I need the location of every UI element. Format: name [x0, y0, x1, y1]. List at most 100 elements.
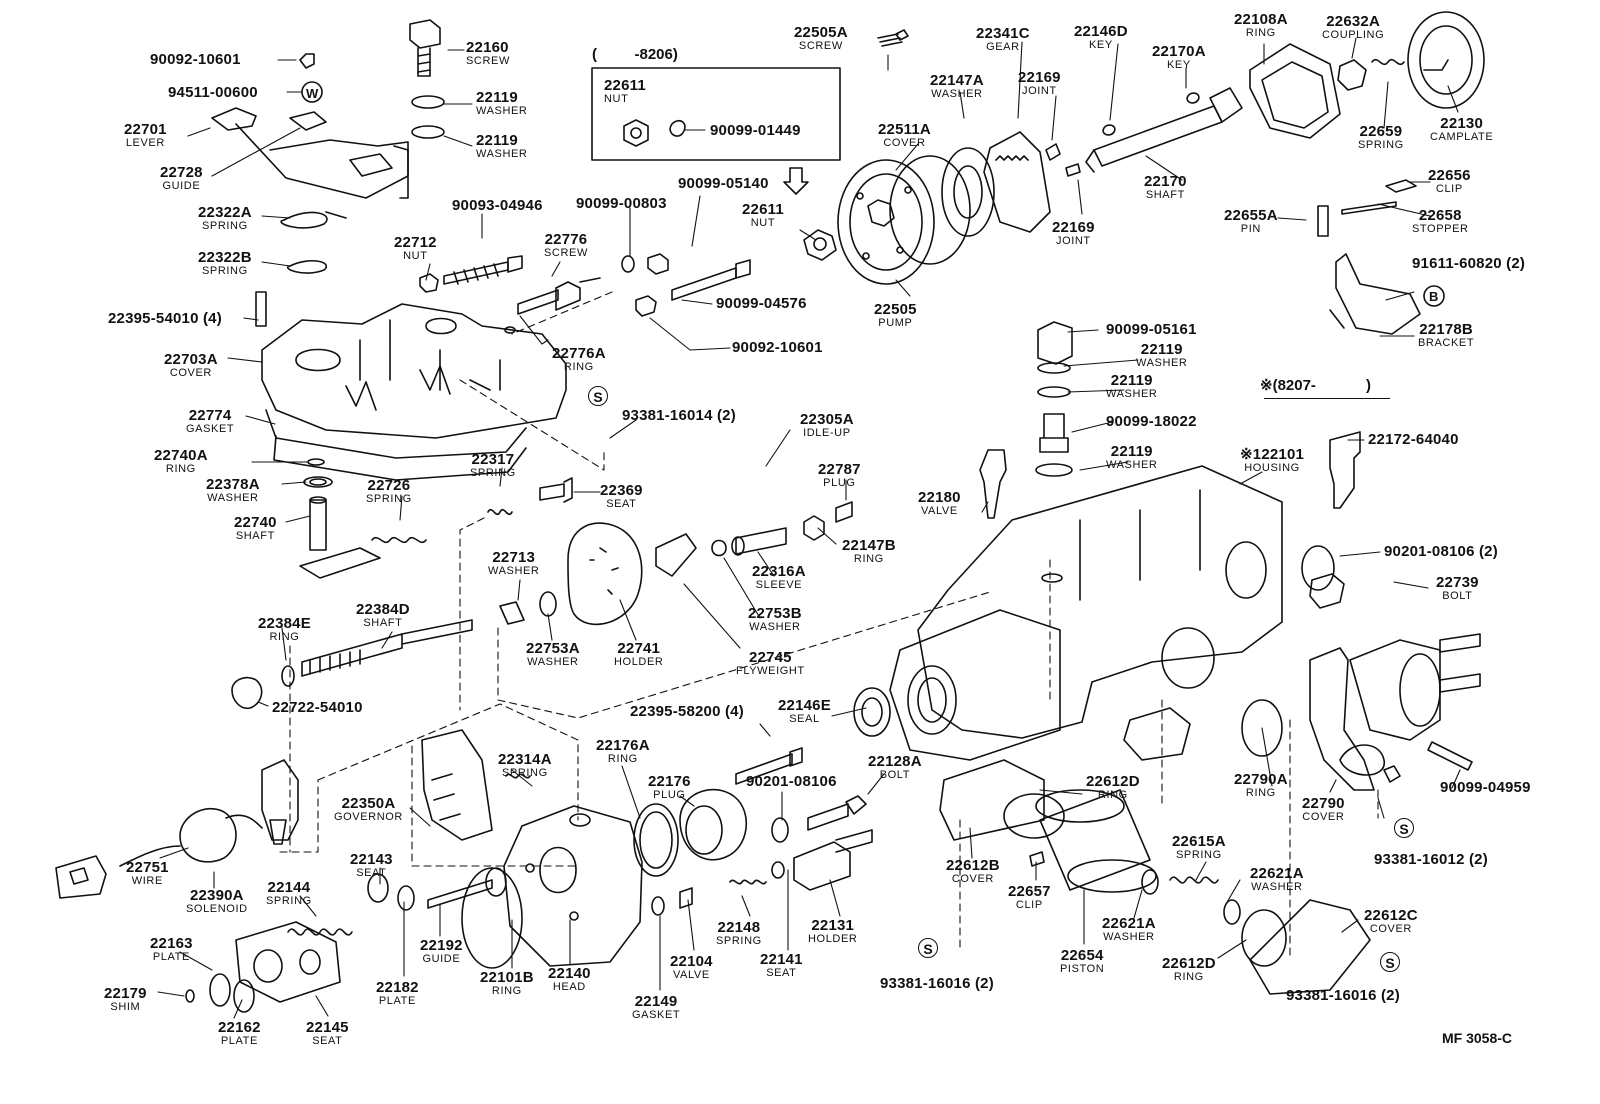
part-label: 90099-05161: [1106, 321, 1197, 338]
svg-text:B: B: [1429, 289, 1438, 304]
part-label: 90099-05140: [678, 175, 769, 192]
part-label: 90201-08106 (2): [1384, 543, 1498, 560]
shaft-group: [300, 459, 572, 578]
screw-marker: S: [1394, 818, 1414, 838]
flyweight-group: [232, 502, 852, 708]
screw-marker: S: [588, 386, 608, 406]
assembly-dashed-lines: [280, 292, 1378, 960]
part-label: 93381-16016 (2): [1286, 987, 1400, 1004]
part-label: 22722-54010: [272, 699, 363, 716]
part-label: 90099-04576: [716, 295, 807, 312]
screw-group: [420, 254, 750, 333]
variant-range-right: ※(8207- ): [1260, 377, 1371, 394]
part-label: 22395-54010 (4): [108, 310, 222, 327]
svg-text:W: W: [306, 86, 319, 101]
part-label: 90092-10601: [732, 339, 823, 356]
part-label: 93381-16016 (2): [880, 975, 994, 992]
part-label: 91611-60820 (2): [1412, 255, 1526, 272]
pump-housing: [890, 466, 1282, 840]
part-label: 93381-16012 (2): [1374, 851, 1488, 868]
lever-group: W: [212, 20, 444, 326]
part-label: 90092-10601: [150, 51, 241, 68]
variant-range-left: ( -8206): [592, 46, 678, 63]
head-group: [186, 688, 890, 1012]
variant-box: [592, 68, 840, 194]
screw-marker: S: [918, 938, 938, 958]
governor-cover: [262, 304, 566, 480]
part-label: 22172-64040: [1368, 431, 1459, 448]
part-label: 94511-00600: [168, 84, 258, 101]
part-label: 90099-18022: [1106, 413, 1197, 430]
part-label: 90099-00803: [576, 195, 667, 212]
governor-solenoid-group: [56, 730, 530, 898]
part-label: 90099-04959: [1440, 779, 1531, 796]
part-label: 90093-04946: [452, 197, 543, 214]
bracket-group: B: [1318, 180, 1444, 508]
